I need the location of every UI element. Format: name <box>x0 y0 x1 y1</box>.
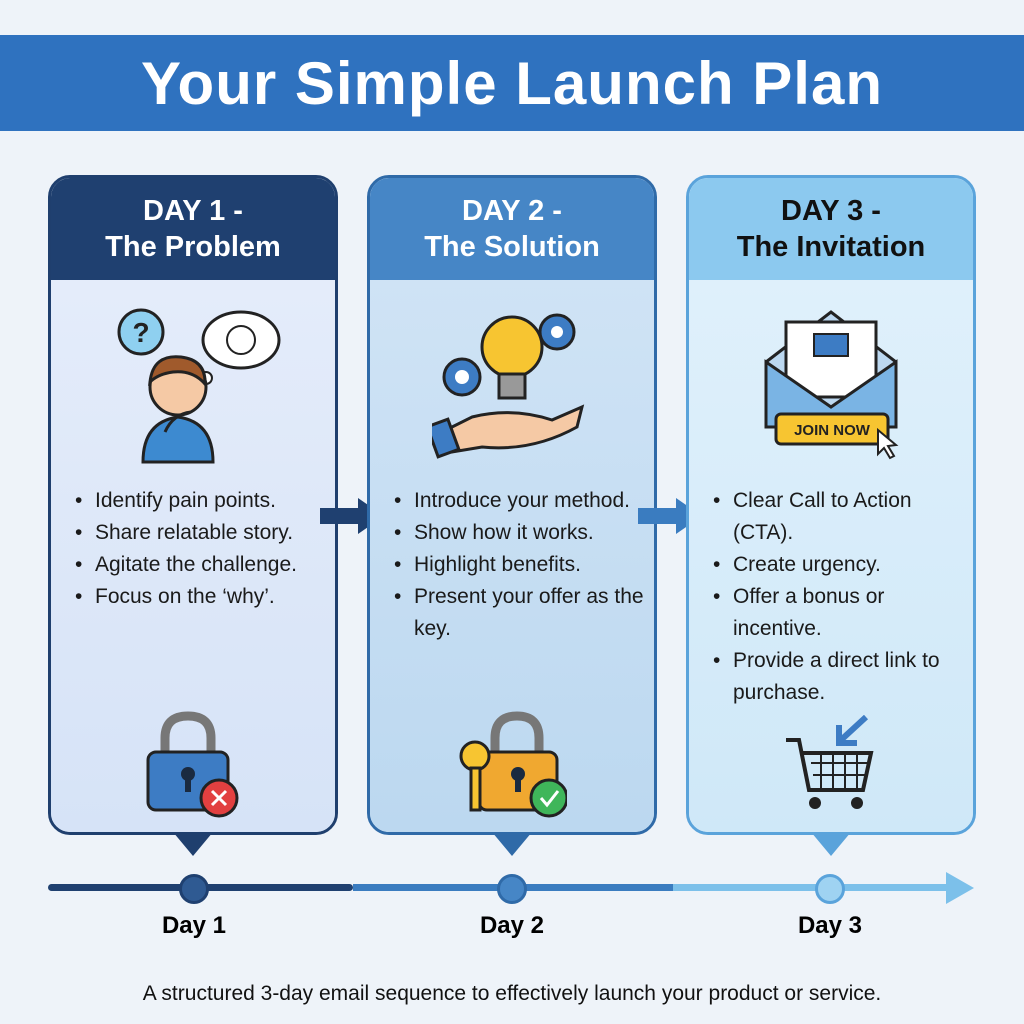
bullet-list: Clear Call to Action (CTA). Create urgen… <box>713 485 963 709</box>
timeline-dot-day-2 <box>497 874 527 904</box>
timeline-label-day-3: Day 3 <box>797 912 863 939</box>
timeline-arrowhead-icon <box>946 872 974 904</box>
timeline-segment-3 <box>673 884 953 891</box>
card-day-2: DAY 2 - The Solution Introduce your metho… <box>367 175 657 856</box>
email-join-now-icon: JOIN NOW <box>764 310 899 460</box>
card-pointer <box>811 832 851 856</box>
bullet-item: Agitate the challenge. <box>75 549 325 581</box>
card-header: DAY 1 - The Problem <box>51 178 335 280</box>
timeline-dot-day-3 <box>815 874 845 904</box>
bullet-item: Clear Call to Action (CTA). <box>713 485 963 549</box>
join-now-label: JOIN NOW <box>794 422 871 439</box>
bullet-item: Provide a direct link to purchase. <box>713 645 963 709</box>
page-title: Your Simple Launch Plan <box>140 49 883 117</box>
card-subtitle: The Problem <box>105 231 281 263</box>
timeline-label-day-2: Day 2 <box>479 912 545 939</box>
card-day-label: DAY 2 - <box>462 195 562 227</box>
card-header: DAY 2 - The Solution <box>370 178 654 280</box>
shopping-cart-icon <box>786 715 874 809</box>
locked-padlock-x-icon <box>146 711 239 818</box>
bullet-list: Introduce your method. Show how it works… <box>394 485 644 645</box>
lightbulb-hand-gears-icon <box>432 313 585 459</box>
footer-caption: A structured 3-day email sequence to eff… <box>142 982 882 1005</box>
card-day-1: DAY 1 - The Problem ? Identify pain point… <box>48 175 338 856</box>
card-day-label: DAY 1 - <box>143 195 243 227</box>
svg-text:?: ? <box>132 317 149 348</box>
bullet-item: Introduce your method. <box>394 485 644 517</box>
bullet-item: Create urgency. <box>713 549 963 581</box>
card-day-3: DAY 3 - The Invitation JOIN NOW Clear Cal… <box>686 175 976 856</box>
card-day-label: DAY 3 - <box>781 195 881 227</box>
timeline-dot-day-1 <box>179 874 209 904</box>
bullet-item: Show how it works. <box>394 517 644 549</box>
confused-person-icon: ? <box>117 308 281 464</box>
padlock-key-check-icon <box>459 711 567 818</box>
timeline-label-day-1: Day 1 <box>161 912 227 939</box>
title-banner: Your Simple Launch Plan <box>0 35 1024 131</box>
timeline <box>48 872 978 904</box>
bullet-item: Identify pain points. <box>75 485 325 517</box>
card-header: DAY 3 - The Invitation <box>689 178 973 280</box>
bullet-item: Share relatable story. <box>75 517 325 549</box>
bullet-item: Present your offer as the key. <box>394 581 644 645</box>
bullet-item: Focus on the ‘why’. <box>75 581 325 613</box>
card-pointer <box>173 832 213 856</box>
card-subtitle: The Solution <box>424 231 600 263</box>
bullet-item: Highlight benefits. <box>394 549 644 581</box>
card-subtitle: The Invitation <box>736 231 926 263</box>
bullet-list: Identify pain points. Share relatable st… <box>75 485 325 613</box>
bullet-item: Offer a bonus or incentive. <box>713 581 963 645</box>
card-pointer <box>492 832 532 856</box>
